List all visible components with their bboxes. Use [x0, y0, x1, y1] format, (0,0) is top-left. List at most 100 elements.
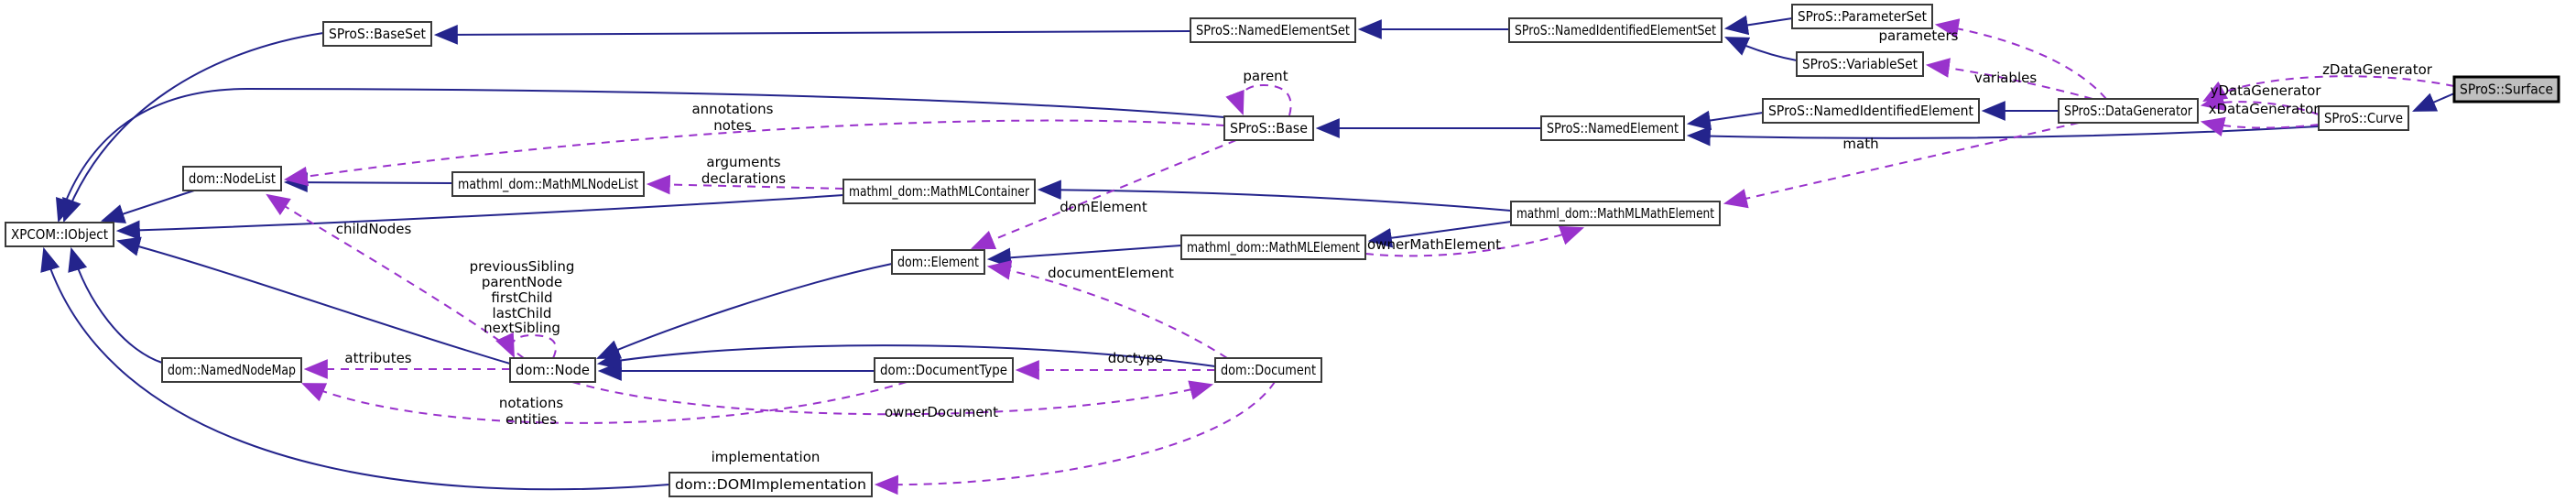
class-node-box-document[interactable] — [1214, 357, 1322, 383]
class-node-box-mathmlelement[interactable] — [1180, 234, 1366, 260]
edge-label-curve-xdatagenerator-to-datagenerator: xDataGenerator — [2209, 101, 2321, 117]
class-node-box-namedelementset[interactable] — [1190, 17, 1356, 43]
edge-mathmlelement-to-element — [986, 245, 1182, 268]
class-node-box-datagenerator[interactable] — [2058, 98, 2199, 124]
edge-label-curve-ydatagenerator-to-datagenerator: yDataGenerator — [2211, 82, 2322, 99]
class-node-box-base[interactable] — [1223, 115, 1314, 141]
class-node-variableset[interactable]: SProS::VariableSet — [1796, 51, 1924, 77]
class-node-box-mathmlmathelement[interactable] — [1510, 201, 1721, 226]
class-node-label-node: dom::Node — [516, 362, 590, 378]
class-node-box-surface[interactable] — [2452, 75, 2560, 103]
edge-mathmlcontainer-arguments-declarations-to-mathmlnodelist — [646, 174, 844, 195]
class-node-base[interactable]: SProS::Base — [1223, 115, 1314, 141]
edge-label-node-siblings-selfloop-0: previousSibling — [470, 258, 575, 275]
class-node-label-mathmlnodelist: mathml_dom::MathMLNodeList — [458, 176, 638, 193]
class-node-box-namedidentifiedelementset[interactable] — [1508, 17, 1723, 43]
class-node-mathmlelement[interactable]: mathml_dom::MathMLElement — [1180, 234, 1366, 260]
class-node-box-variableset[interactable] — [1796, 51, 1924, 77]
class-node-box-mathmlcontainer[interactable] — [842, 179, 1036, 204]
edge-mathmlelement-ownermathelement-to-mathmlmathelement — [1364, 225, 1585, 257]
edge-document-implementation-to-domimplementation — [874, 381, 1276, 496]
class-node-document[interactable]: dom::Document — [1214, 357, 1322, 383]
class-node-box-parameterset[interactable] — [1791, 4, 1933, 29]
class-node-datagenerator[interactable]: SProS::DataGenerator — [2058, 98, 2199, 124]
edge-labels-layer: parentannotationsnotesargumentsdeclarati… — [336, 27, 2433, 465]
edge-mathmlmathelement-to-mathmlelement — [1367, 221, 1512, 248]
class-node-parameterset[interactable]: SProS::ParameterSet — [1791, 4, 1933, 29]
class-node-mathmlmathelement[interactable]: mathml_dom::MathMLMathElement — [1510, 201, 1721, 226]
edge-base-domelement-to-element — [970, 139, 1237, 249]
class-node-label-namedelementset: SProS::NamedElementSet — [1196, 22, 1350, 38]
edge-base-to-iobject — [55, 87, 1225, 223]
class-node-baseset[interactable]: SProS::BaseSet — [322, 21, 432, 47]
class-node-box-namedidentifiedelement[interactable] — [1762, 98, 1980, 124]
edge-base-parent-selfloop — [1225, 83, 1292, 116]
edge-mathmlmathelement-to-mathmlcontainer — [1037, 180, 1512, 212]
class-node-label-namedidentifiedelement: SProS::NamedIdentifiedElement — [1768, 103, 1973, 119]
edge-label-base-domelement-to-element: domElement — [1060, 199, 1147, 215]
class-node-box-mathmlnodelist[interactable] — [451, 171, 645, 197]
class-node-box-namedelement[interactable] — [1540, 115, 1685, 141]
class-node-mathmlnodelist[interactable]: mathml_dom::MathMLNodeList — [451, 171, 645, 197]
edge-document-documentelement-to-element — [986, 260, 1228, 359]
edge-surface-to-curve — [2412, 93, 2455, 112]
edge-label-mathmlcontainer-arguments-declarations-to-mathmlnodelist-1: declarations — [701, 170, 786, 187]
class-node-namedelement[interactable]: SProS::NamedElement — [1540, 115, 1685, 141]
class-node-label-element: dom::Element — [897, 254, 979, 270]
edge-label-documenttype-notations-entities-to-namednodemap-0: notations — [499, 395, 563, 411]
edge-datagenerator-parameters-to-parameterset — [1934, 18, 2107, 100]
class-node-domimplementation[interactable]: dom::DOMImplementation — [668, 472, 873, 497]
edge-label-node-attributes-to-namednodemap: attributes — [344, 350, 411, 366]
edge-label-node-siblings-selfloop-2: firstChild — [491, 289, 552, 306]
edge-label-node-ownerdocument-to-document: ownerDocument — [885, 404, 998, 420]
edge-label-node-siblings-selfloop-3: lastChild — [493, 305, 552, 321]
edge-label-base-parent-selfloop: parent — [1243, 68, 1288, 84]
class-node-box-curve[interactable] — [2318, 105, 2409, 131]
class-node-namedidentifiedelement[interactable]: SProS::NamedIdentifiedElement — [1762, 98, 1980, 124]
edge-label-node-siblings-selfloop-1: parentNode — [482, 274, 562, 290]
class-node-label-datagenerator: SProS::DataGenerator — [2064, 103, 2193, 119]
class-node-box-documenttype[interactable] — [874, 357, 1014, 383]
edge-domimplementation-to-iobject — [40, 246, 670, 491]
edge-label-base-annotations-notes-to-nodelist-0: annotations — [691, 101, 773, 117]
class-node-label-variableset: SProS::VariableSet — [1802, 56, 1918, 72]
class-node-box-namednodemap[interactable] — [161, 357, 302, 383]
class-node-label-mathmlcontainer: mathml_dom::MathMLContainer — [849, 183, 1030, 201]
class-node-box-nodelist[interactable] — [182, 166, 282, 191]
class-node-node[interactable]: dom::Node — [509, 357, 596, 383]
class-node-label-document: dom::Document — [1221, 362, 1316, 378]
class-node-namedelementset[interactable]: SProS::NamedElementSet — [1190, 17, 1356, 43]
class-node-box-iobject[interactable] — [5, 222, 114, 247]
edge-mathmlnodelist-to-nodelist — [283, 172, 453, 192]
class-node-label-namedidentifiedelementset: SProS::NamedIdentifiedElementSet — [1515, 22, 1716, 38]
class-node-curve[interactable]: SProS::Curve — [2318, 105, 2409, 131]
class-node-iobject[interactable]: XPCOM::IObject — [5, 222, 114, 247]
class-node-namedidentifiedelementset[interactable]: SProS::NamedIdentifiedElementSet — [1508, 17, 1723, 43]
class-node-element[interactable]: dom::Element — [891, 249, 985, 275]
class-node-label-iobject: XPCOM::IObject — [11, 226, 108, 243]
class-node-surface[interactable]: SProS::Surface — [2452, 75, 2560, 103]
class-node-box-baseset[interactable] — [322, 21, 432, 47]
edge-datagenerator-variables-to-variableset — [1925, 58, 2093, 100]
class-node-box-domimplementation[interactable] — [668, 472, 873, 497]
edge-label-document-doctype-to-documenttype: doctype — [1108, 350, 1163, 366]
edge-label-datagenerator-math-to-mathmlmathelement: math — [1842, 136, 1878, 152]
class-node-label-mathmlelement: mathml_dom::MathMLElement — [1187, 239, 1360, 256]
class-node-box-element[interactable] — [891, 249, 985, 275]
edge-document-to-node — [596, 344, 1216, 370]
class-node-mathmlcontainer[interactable]: mathml_dom::MathMLContainer — [842, 179, 1036, 204]
class-node-label-namedelement: SProS::NamedElement — [1547, 120, 1679, 136]
edge-namedidentifiedelement-to-namedelement — [1686, 110, 1764, 131]
edge-namednodemap-to-iobject — [68, 246, 163, 364]
class-node-label-nodelist: dom::NodeList — [189, 170, 276, 187]
edge-parameterset-to-namedidentifiedelementset — [1723, 15, 1793, 36]
class-node-box-node[interactable] — [509, 357, 596, 383]
class-node-label-baseset: SProS::BaseSet — [329, 26, 426, 42]
edge-curve-to-namedelement — [1686, 125, 2320, 147]
class-node-nodelist[interactable]: dom::NodeList — [182, 166, 282, 191]
class-node-namednodemap[interactable]: dom::NamedNodeMap — [161, 357, 302, 383]
class-node-documenttype[interactable]: dom::DocumentType — [874, 357, 1014, 383]
